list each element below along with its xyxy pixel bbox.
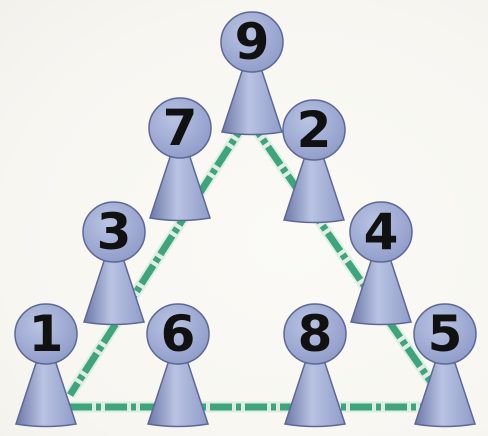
piece-body: [16, 354, 76, 427]
piece-number: 6: [138, 304, 218, 364]
game-piece-5: 5: [405, 302, 485, 432]
piece-body: [148, 354, 208, 427]
piece-number: 2: [274, 100, 354, 160]
piece-body: [84, 252, 144, 325]
piece-body: [284, 150, 344, 223]
piece-number: 1: [6, 304, 86, 364]
piece-body: [415, 354, 475, 427]
piece-number: 3: [74, 202, 154, 262]
piece-number: 8: [275, 304, 355, 364]
piece-body: [285, 354, 345, 427]
piece-body: [150, 148, 210, 221]
piece-body: [222, 62, 282, 135]
game-piece-6: 6: [138, 302, 218, 432]
piece-body: [351, 252, 411, 325]
piece-number: 4: [341, 202, 421, 262]
piece-number: 7: [140, 98, 220, 158]
game-piece-1: 1: [6, 302, 86, 432]
piece-number: 5: [405, 304, 485, 364]
game-piece-8: 8: [275, 302, 355, 432]
piece-number: 9: [212, 12, 292, 72]
